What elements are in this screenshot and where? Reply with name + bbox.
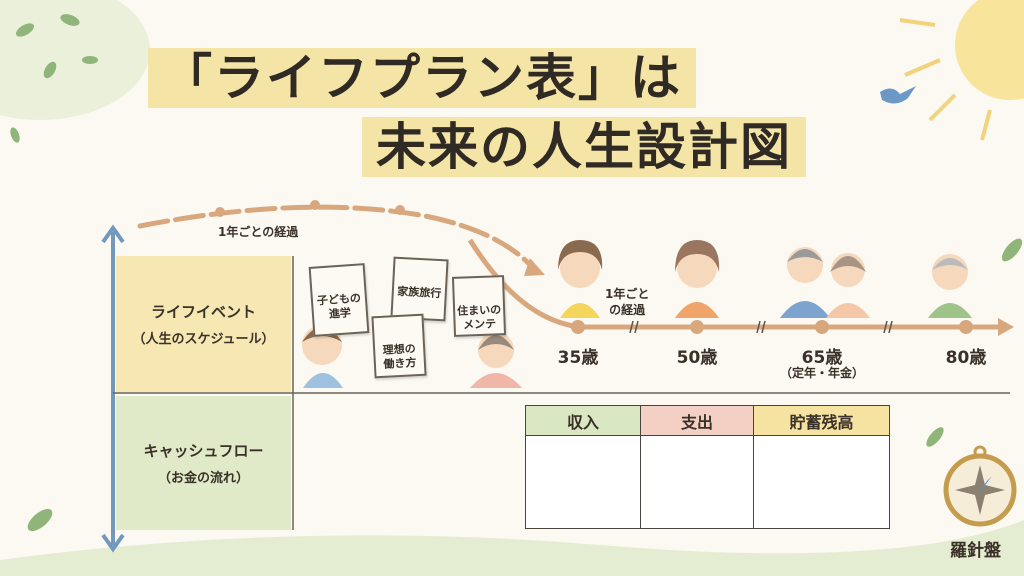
card-text: 家族旅行 xyxy=(397,284,442,301)
person-80-icon xyxy=(928,254,972,318)
elapsed-label-2-line2: の経過 xyxy=(609,303,646,317)
card-text: メンテ xyxy=(462,317,497,332)
elapsed-label-2-line1: 1年ごと xyxy=(605,287,650,301)
event-card-home-maintenance: 住まいのメンテ xyxy=(451,275,507,337)
age-65-note: （定年・年金） xyxy=(779,366,865,380)
header-savings-balance: 貯蓄残高 xyxy=(753,405,890,436)
row-label-life-events: ライフイベント （人生のスケジュール） xyxy=(116,256,291,392)
timeline-arrowhead xyxy=(998,318,1014,336)
life-timeline-line xyxy=(467,238,1000,330)
person-35-icon xyxy=(558,240,603,318)
title-line-2: 未来の人生設計図 xyxy=(362,117,806,177)
vertical-axis-arrow xyxy=(101,224,125,553)
person-65-couple-icon xyxy=(780,247,870,318)
sun-icon xyxy=(899,0,1024,141)
row-label-subtext: （人生のスケジュール） xyxy=(132,332,275,347)
elapsed-label: 1年ごとの経過 xyxy=(218,225,299,239)
woman-icon xyxy=(470,332,522,388)
savings-cell xyxy=(753,435,890,529)
row-label-text: キャッシュフロー xyxy=(143,442,264,460)
leaf-icon xyxy=(10,14,98,143)
break-marks xyxy=(629,320,893,334)
event-card-work-style: 理想の働き方 xyxy=(371,313,427,379)
expense-cell xyxy=(640,435,754,529)
person-50-icon xyxy=(675,240,720,318)
age-label-65: 65歳 xyxy=(801,348,843,368)
row-label-subtext: （お金の流れ） xyxy=(157,471,249,486)
elapsed-dashed-arc xyxy=(137,204,538,273)
elapsed-label-2: 1年ごとの経過 xyxy=(605,286,649,318)
age-label-35: 35歳 xyxy=(557,348,599,368)
income-cell xyxy=(525,435,641,529)
age-markers xyxy=(571,320,973,334)
age-label-50: 50歳 xyxy=(676,348,718,368)
card-text: 働き方 xyxy=(383,356,417,371)
event-card-education: 子どもの進学 xyxy=(308,263,370,337)
header-expense: 支出 xyxy=(640,405,754,436)
row-label-text: ライフイベント xyxy=(150,303,256,321)
cashflow-table: 収入 支出 貯蓄残高 xyxy=(525,405,890,529)
compass-icon xyxy=(943,445,1017,527)
event-card-family-trip: 家族旅行 xyxy=(390,256,449,322)
header-income: 収入 xyxy=(525,405,641,436)
bird-icon xyxy=(880,86,916,104)
compass-label: 羅針盤 xyxy=(950,541,1001,561)
title-line-1: 「ライフプラン表」は xyxy=(148,48,696,108)
age-label-80: 80歳 xyxy=(945,348,987,368)
row-label-cashflow: キャッシュフロー （お金の流れ） xyxy=(116,396,291,530)
card-text: 住まいの xyxy=(456,303,502,318)
